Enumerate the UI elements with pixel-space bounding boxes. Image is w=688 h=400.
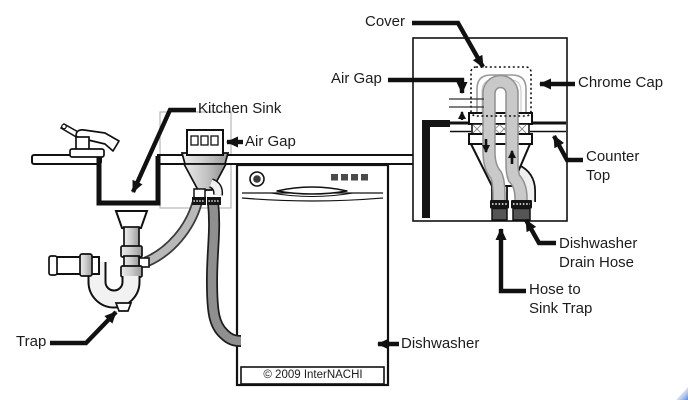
air-gap-device	[180, 129, 230, 205]
control-buttons-icon	[331, 174, 368, 181]
body-lower-flange	[468, 133, 533, 145]
label-trap: Trap	[16, 333, 47, 350]
body-upper-flange	[468, 112, 533, 125]
door-top-line	[241, 197, 384, 202]
counter-top-lines	[450, 121, 566, 133]
leader-cover	[412, 20, 485, 69]
door-handle	[276, 186, 348, 195]
label-chrome-cap: Chrome Cap	[578, 74, 664, 91]
label-air-gap-right: Air Gap	[331, 70, 382, 87]
air-gap-vents-icon	[190, 135, 219, 146]
cover-dotted-outline	[470, 66, 532, 117]
tailpiece	[123, 226, 140, 249]
trap-cleanout	[114, 302, 133, 312]
slip-nut-lower	[120, 265, 143, 278]
inset-clamp-right	[511, 200, 532, 209]
page-curl-accent	[676, 387, 688, 400]
trap-bend	[89, 262, 139, 307]
power-button-dot	[253, 175, 261, 183]
label-dishwasher: Dishwasher	[401, 335, 480, 352]
kick-plate	[240, 366, 385, 385]
faucet-base	[69, 148, 105, 158]
waste-arm-coupling	[79, 253, 93, 277]
leader-trap	[50, 310, 118, 346]
label-dishwasher-drain-hose: Dishwasher Drain Hose	[559, 235, 638, 271]
flow-tube	[482, 74, 528, 210]
sink-basin	[96, 156, 161, 206]
leader-counter-top	[552, 134, 583, 163]
inset-hose-stub-right	[512, 207, 531, 221]
hose-clamp-right	[207, 197, 221, 205]
drain-coupling	[114, 210, 149, 229]
label-cover: Cover	[365, 13, 406, 30]
kitchen-scene	[31, 107, 423, 387]
handle-recess-line	[270, 192, 354, 198]
air-gap-detail-inset	[388, 20, 583, 294]
label-hose-to-sink-trap: Hose to Sink Trap	[529, 281, 593, 317]
leader-kitchen-sink	[130, 107, 196, 193]
faucet-lever-knob	[61, 123, 67, 130]
dishwasher-body	[235, 163, 390, 387]
label-counter-top: Counter Top	[586, 148, 640, 184]
p-trap-assembly	[48, 210, 150, 312]
faucet-spout	[75, 129, 120, 152]
dishwasher-unit	[235, 163, 390, 387]
leader-hose-to-sink-trap	[495, 228, 526, 294]
label-air-gap-left: Air Gap	[245, 133, 296, 150]
air-gap-right-elbow	[209, 179, 222, 196]
hose-to-sink-trap	[143, 201, 203, 268]
leader-dishwasher-drain-hose	[524, 218, 556, 246]
cabinet-edge	[422, 120, 450, 218]
hose-clamp-left	[192, 197, 206, 205]
faucet	[59, 123, 120, 158]
dishwasher-drain-hose	[205, 201, 242, 347]
label-kitchen-sink: Kitchen Sink	[198, 100, 282, 117]
copyright-text: © 2009 InterNACHI	[263, 369, 363, 381]
leader-air-gap-right	[388, 77, 468, 94]
inset-hose-stub-left	[491, 207, 508, 221]
waste-arm-cap	[48, 255, 58, 276]
